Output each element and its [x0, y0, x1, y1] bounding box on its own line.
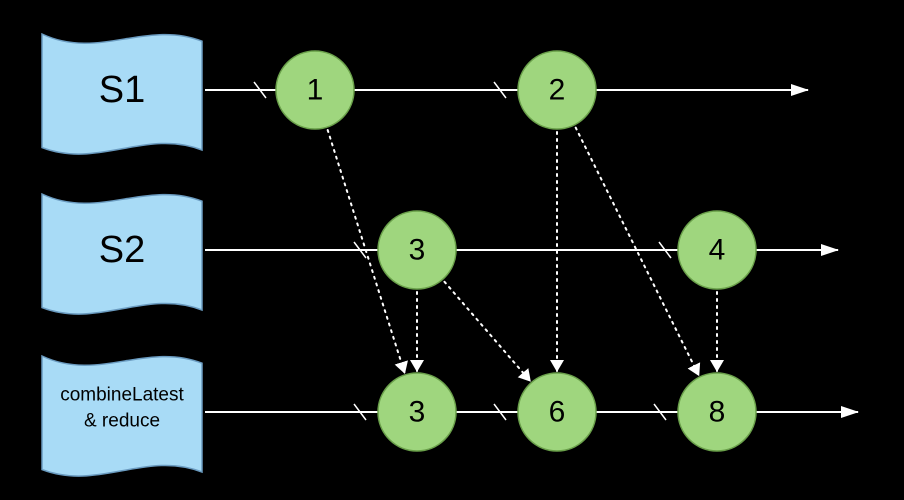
dependency-arrow-s1-1-to-out-3	[326, 129, 408, 374]
marble-circle	[677, 372, 757, 452]
tick-mark-out-0	[353, 403, 367, 421]
marble-value-out-3: 3	[409, 396, 426, 429]
marble-value-out-8: 8	[709, 396, 726, 429]
banner-shape	[41, 192, 203, 315]
marble-s2-3: 3	[377, 210, 457, 290]
dependency-arrow-s2-3-to-out-6	[443, 280, 532, 382]
stream-label-out-line-1: & reduce	[84, 410, 160, 431]
marble-out-3: 3	[377, 372, 457, 452]
stream-label-out-line-0: combineLatest	[60, 385, 184, 406]
marble-s1-2: 2	[517, 50, 597, 130]
marble-value-s1-2: 2	[549, 74, 566, 107]
stream-banner-out: combineLatest & reduce	[41, 354, 203, 477]
marble-circle	[677, 210, 757, 290]
tick-mark-s2-0	[353, 241, 367, 259]
dependency-arrow-s1-2-to-out-8	[574, 126, 701, 377]
marble-value-s2-4: 4	[709, 234, 726, 267]
marble-value-s1-1: 1	[307, 74, 324, 107]
stream-banner-s1: S1	[41, 32, 203, 155]
stream-label-s1: S1	[99, 69, 145, 111]
tick-mark-out-2	[653, 403, 667, 421]
marble-circle	[517, 50, 597, 130]
tick-mark-s1-0	[253, 81, 267, 99]
marble-s1-1: 1	[275, 50, 355, 130]
marble-circle	[377, 210, 457, 290]
tick-mark-out-1	[493, 403, 507, 421]
marble-circle	[517, 372, 597, 452]
marble-s2-4: 4	[677, 210, 757, 290]
marble-value-s2-3: 3	[409, 234, 426, 267]
marble-out-6: 6	[517, 372, 597, 452]
banner-shape	[41, 354, 203, 477]
banner-shape	[41, 32, 203, 155]
marble-circle	[275, 50, 355, 130]
marble-circle	[377, 372, 457, 452]
marble-value-out-6: 6	[549, 396, 566, 429]
tick-mark-s1-1	[493, 81, 507, 99]
stream-banner-s2: S2	[41, 192, 203, 315]
stream-label-s2: S2	[99, 229, 145, 271]
marble-out-8: 8	[677, 372, 757, 452]
tick-mark-s2-1	[658, 241, 672, 259]
